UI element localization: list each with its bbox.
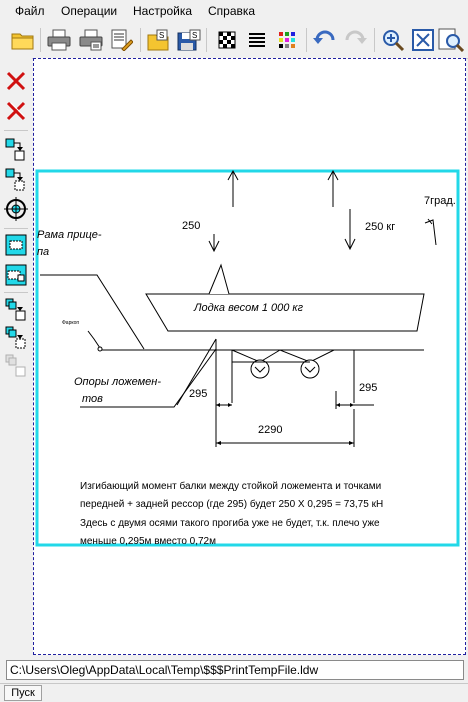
- frame-leader: [40, 274, 145, 350]
- lines-icon[interactable]: [244, 26, 270, 54]
- stack-disabled-icon: [3, 352, 29, 378]
- menu-operations[interactable]: Операции: [61, 4, 118, 18]
- main-toolbar: S S: [0, 22, 468, 59]
- reaction-arrows: [227, 169, 339, 207]
- select-region-icon[interactable]: [3, 232, 29, 258]
- save-icon[interactable]: S: [176, 26, 202, 54]
- text-line-4: меньше 0,295м вместо 0,72м: [80, 536, 216, 547]
- select-region-alt-icon[interactable]: [3, 262, 29, 288]
- supports-label-1: Опоры ложемен-: [74, 376, 161, 388]
- small-label: Фаркоп: [62, 320, 79, 326]
- stack-down-icon[interactable]: [3, 296, 29, 322]
- menu-file[interactable]: Файл: [15, 4, 45, 18]
- drawing-canvas[interactable]: 250 250 кг 7град. Рама прице- па Лодка в…: [33, 58, 466, 655]
- undo-icon[interactable]: [312, 26, 338, 54]
- wheel-right: [300, 359, 320, 379]
- load-arrows: [208, 209, 356, 253]
- svg-text:S: S: [159, 31, 164, 40]
- dim-span-label: 2290: [258, 424, 282, 436]
- wheel-left: [250, 359, 270, 379]
- zoom-in-icon[interactable]: [380, 26, 406, 54]
- angle-line: [424, 219, 437, 246]
- frame-label-2: па: [37, 246, 49, 258]
- move-copy-icon[interactable]: [3, 166, 29, 192]
- dim-right-label: 295: [359, 382, 377, 394]
- zoom-fit-icon[interactable]: [410, 26, 436, 54]
- menu-help[interactable]: Справка: [208, 4, 256, 18]
- status-bar: C:\Users\Oleg\AppData\Local\Temp\$$$Prin…: [0, 657, 468, 683]
- drawing-sheet: 250 250 кг 7град. Рама прице- па Лодка в…: [35, 169, 460, 547]
- supports-label-2: тов: [82, 393, 103, 405]
- spring-line: [231, 349, 354, 363]
- page-setup-icon[interactable]: [108, 26, 134, 54]
- dim-left-label: 295: [189, 388, 207, 400]
- boat-label: Лодка весом 1 000 кг: [193, 302, 304, 314]
- load-left-label: 250: [182, 220, 200, 232]
- left-toolbar: [0, 58, 32, 658]
- move-down-icon[interactable]: [3, 136, 29, 162]
- redo-icon: [342, 26, 368, 54]
- text-line-2: передней + задней рессор (где 295) будет…: [80, 498, 383, 510]
- svg-text:S: S: [192, 31, 197, 40]
- target-icon[interactable]: [3, 196, 29, 222]
- menu-settings[interactable]: Настройка: [133, 4, 193, 18]
- text-line-1: Изгибающий момент балки между стойкой ло…: [80, 480, 381, 492]
- open-file-icon[interactable]: S: [146, 26, 172, 54]
- palette-icon[interactable]: [274, 26, 300, 54]
- file-path-field: C:\Users\Oleg\AppData\Local\Temp\$$$Prin…: [6, 660, 464, 680]
- angle-label: 7град.: [424, 195, 456, 207]
- print-preview-icon[interactable]: [78, 26, 104, 54]
- zoom-page-icon[interactable]: [438, 26, 464, 54]
- open-folder-icon[interactable]: [10, 26, 36, 54]
- supports-leader: [80, 348, 217, 408]
- boat-fin: [208, 263, 230, 295]
- bottom-bar: Пуск: [0, 683, 468, 702]
- boat-hull: [145, 293, 425, 332]
- stack-copy-icon[interactable]: [3, 324, 29, 350]
- delete-all-icon[interactable]: [3, 98, 29, 124]
- text-line-3: Здесь с двумя осями такого прогиба уже н…: [80, 517, 380, 529]
- frame-label-1: Рама прице-: [37, 229, 102, 241]
- start-button[interactable]: Пуск: [4, 685, 42, 701]
- print-icon[interactable]: [46, 26, 72, 54]
- delete-icon[interactable]: [3, 68, 29, 94]
- selection-frame: [35, 169, 460, 547]
- menu-bar: Файл Операции Настройка Справка: [0, 0, 468, 22]
- grid-icon[interactable]: [214, 26, 240, 54]
- load-right-label: 250 кг: [365, 221, 395, 233]
